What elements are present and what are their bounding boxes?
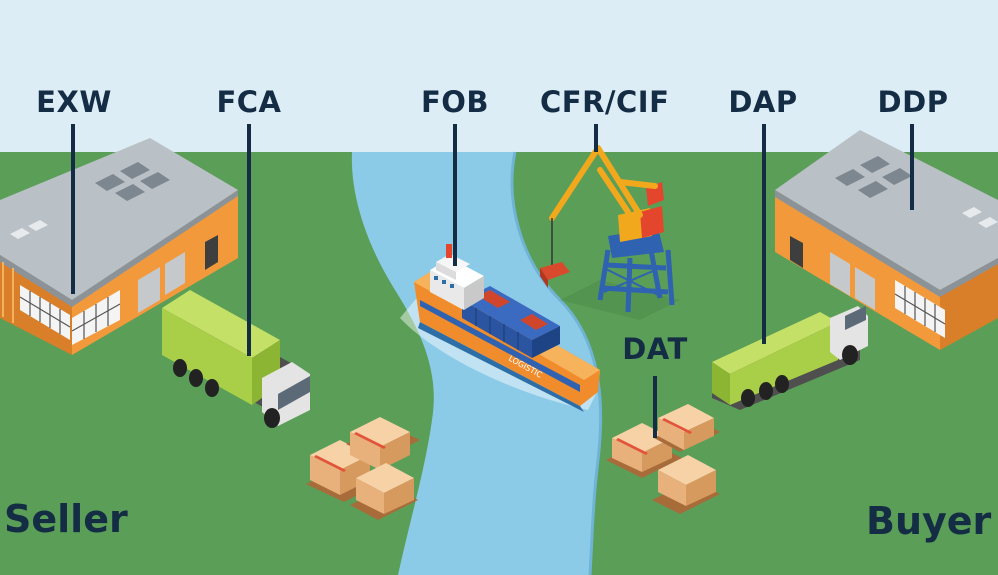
buyer-label: Buyer [866,499,992,543]
buyer-warehouse [775,130,998,350]
cargo-ship: LOGISTIC [400,244,600,412]
label-fob: FOB [420,85,490,119]
label-dap: DAP [728,85,798,119]
buyer-pallets [606,404,720,514]
cfr-cif-pointer-line [594,124,598,152]
label-cfr-cif: CFR/CIF [540,85,670,119]
seller-label: Seller [4,497,128,541]
port-crane [540,145,680,320]
label-fca: FCA [216,85,282,119]
dap-pointer-line [762,124,766,344]
fca-pointer-line [247,124,251,356]
sky [0,0,998,160]
label-ddp: DDP [877,85,949,119]
river [351,152,601,575]
seller-pallets [306,417,420,520]
label-dat: DAT [622,332,688,366]
seller-warehouse [0,138,238,355]
dat-pointer-line [653,376,657,438]
ddp-pointer-line [910,124,914,210]
fob-pointer-line [453,124,457,266]
label-exw: EXW [36,85,112,119]
exw-pointer-line [71,124,75,294]
buyer-truck [712,306,868,410]
